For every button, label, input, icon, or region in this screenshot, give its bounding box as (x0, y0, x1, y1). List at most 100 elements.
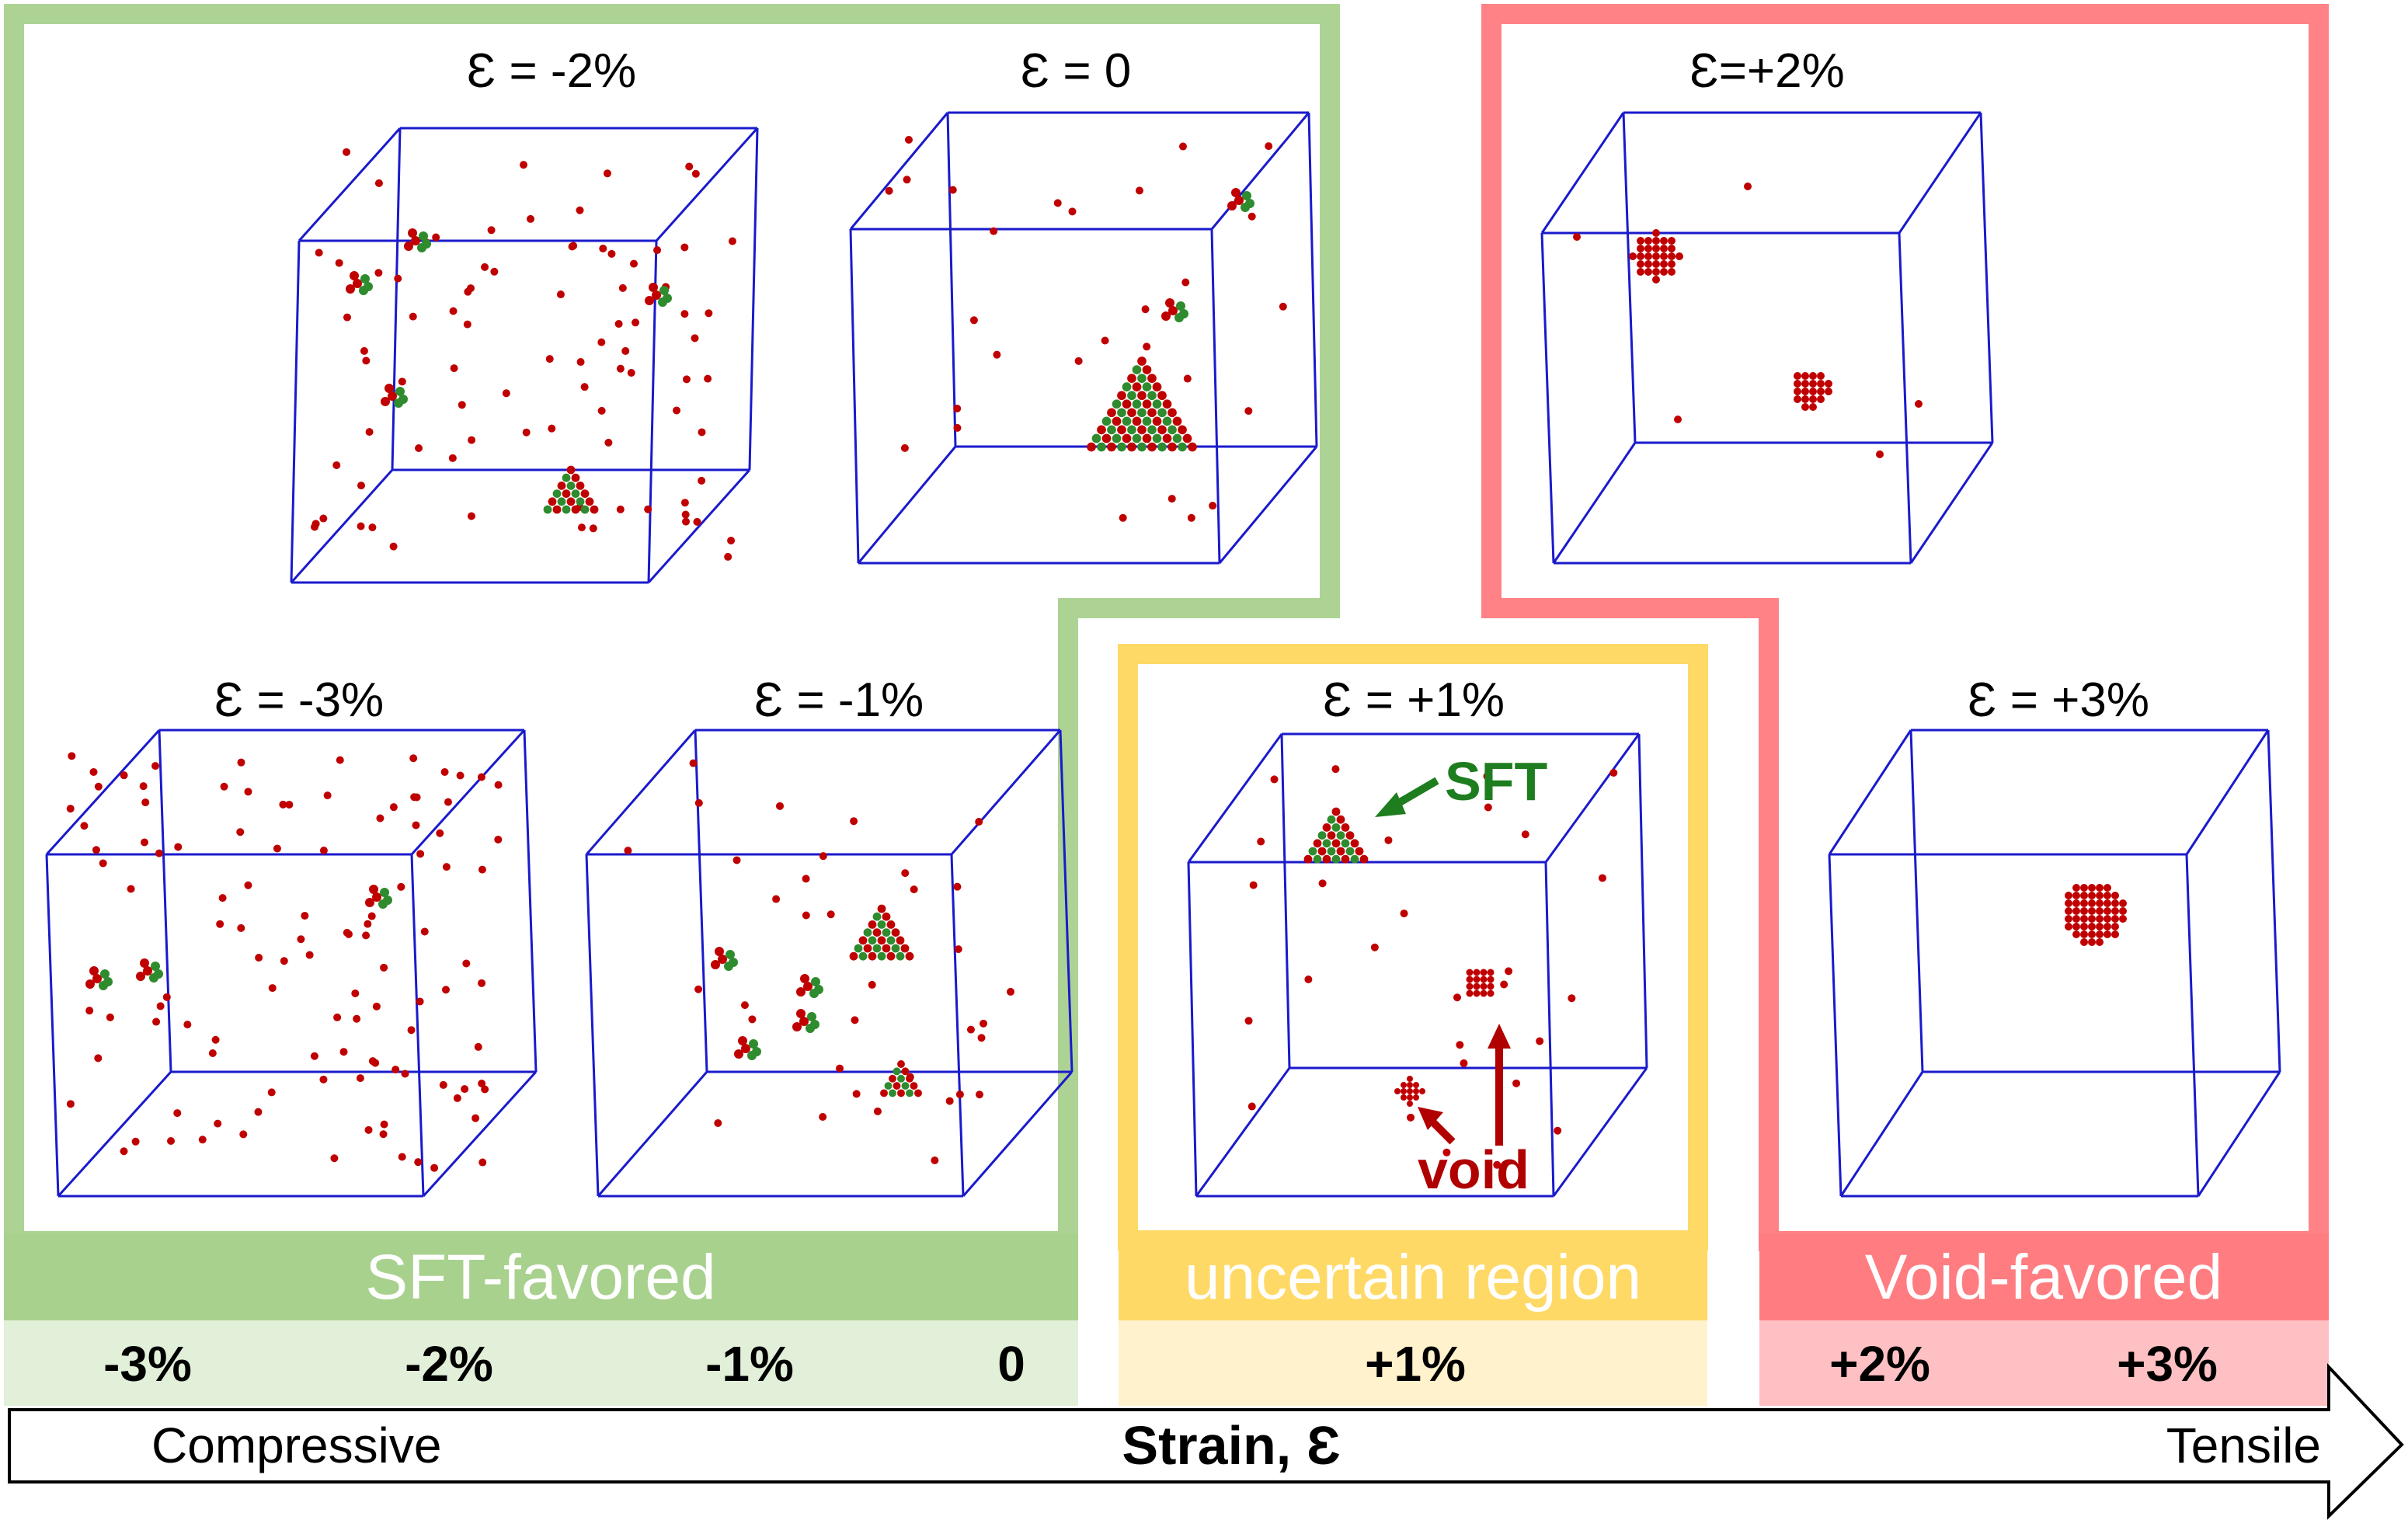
atom (1336, 831, 1345, 840)
cube-edge (1218, 446, 1318, 564)
atom (597, 338, 606, 346)
atom (724, 552, 732, 561)
cube-edge (1898, 112, 1982, 234)
atom (580, 505, 590, 514)
atom (810, 1020, 819, 1029)
atom (1466, 976, 1474, 983)
atom (420, 927, 429, 936)
atom (490, 267, 499, 276)
atom (380, 1120, 388, 1129)
atom (2096, 899, 2104, 907)
atom (644, 505, 652, 513)
atom (893, 1067, 901, 1076)
atom (237, 923, 245, 932)
cube-edge (2197, 1071, 2281, 1197)
atom (220, 782, 228, 791)
atom (419, 231, 428, 241)
atom (360, 274, 370, 283)
atom (1637, 260, 1644, 268)
atom (1336, 847, 1345, 856)
strain-value-m3: -3% (103, 1336, 192, 1392)
atom (412, 821, 420, 830)
cube-p3 (1828, 729, 2281, 1198)
atom (689, 759, 698, 767)
atom (682, 517, 691, 526)
atom (364, 282, 373, 291)
cube-edge (1540, 232, 1555, 564)
atom (127, 885, 135, 893)
void-arrowhead-long (1488, 1024, 1511, 1049)
atom (364, 920, 372, 928)
atom (414, 1158, 423, 1167)
atom (1825, 380, 1832, 388)
atom (254, 1108, 263, 1116)
atom (562, 473, 571, 482)
atom (1487, 969, 1495, 976)
atom (1127, 391, 1136, 401)
atom (416, 850, 425, 858)
atom (478, 1158, 487, 1167)
atom (590, 505, 599, 514)
atom (1244, 407, 1253, 416)
atom (580, 489, 590, 498)
atom (1317, 847, 1327, 856)
atom (1331, 854, 1341, 864)
atom (415, 444, 423, 453)
atom (106, 1013, 114, 1021)
atom (901, 1067, 910, 1076)
atom (1101, 336, 1109, 345)
atom (422, 239, 431, 249)
atom (632, 318, 640, 327)
atom (1473, 990, 1481, 997)
cube-edge (1828, 854, 1843, 1197)
atom (1188, 442, 1197, 452)
atom (1157, 391, 1167, 401)
atom (305, 951, 314, 959)
atom (456, 771, 465, 780)
atom (1456, 1041, 1464, 1049)
atom (432, 233, 440, 242)
atom (494, 781, 503, 789)
atom (966, 1025, 975, 1034)
atom (1317, 831, 1327, 840)
atom (2080, 923, 2088, 930)
atom (1265, 142, 1273, 151)
atom (1327, 847, 1336, 856)
atom (1127, 442, 1136, 452)
atom (1091, 433, 1101, 443)
atom (1466, 983, 1474, 990)
atom (1644, 252, 1652, 260)
atom (255, 954, 263, 962)
atom (1181, 278, 1190, 287)
cube-m1-atoms (624, 759, 1015, 1164)
atom (1817, 372, 1825, 380)
atom (850, 817, 858, 826)
atom (1794, 372, 1801, 380)
atom (616, 505, 625, 513)
atom (711, 960, 720, 969)
atom (577, 523, 586, 532)
axis-strain-label: Strain, Ɛ (1122, 1415, 1340, 1476)
atom (94, 1054, 103, 1063)
atom (1327, 815, 1336, 824)
atom (1442, 1148, 1451, 1157)
atom (872, 928, 882, 937)
atom (1500, 980, 1508, 989)
cube-edge (1979, 112, 1994, 443)
atom (814, 985, 823, 994)
atom (1336, 815, 1345, 824)
atom (1137, 357, 1147, 366)
sft-favored-label: SFT-favored (365, 1242, 715, 1313)
atom (882, 944, 891, 953)
atom (673, 406, 681, 415)
atom (301, 911, 309, 920)
atom (1652, 245, 1660, 252)
atom (630, 259, 639, 268)
atom (976, 1090, 984, 1099)
atom (1107, 425, 1116, 435)
atom (1407, 1113, 1415, 1122)
atom (103, 977, 113, 986)
atom (1660, 260, 1668, 268)
atom (2111, 923, 2119, 930)
axis-compressive-label: Compressive (151, 1417, 441, 1473)
